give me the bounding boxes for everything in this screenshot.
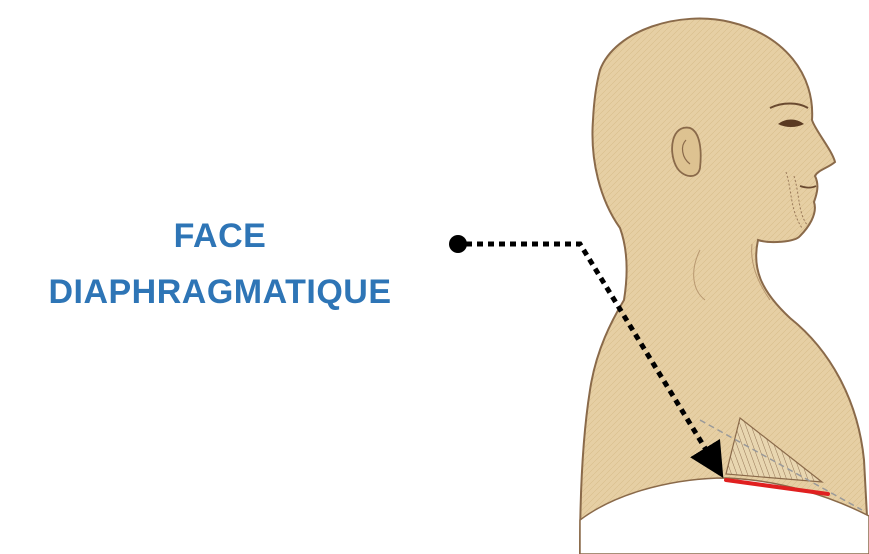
pointer-dot — [449, 235, 467, 253]
body-silhouette — [580, 19, 869, 554]
